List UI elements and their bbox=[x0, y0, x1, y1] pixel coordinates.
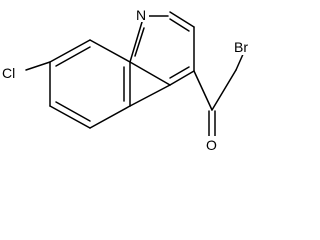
bond-c7-cl bbox=[25, 61, 51, 71]
bromine-label-mask bbox=[232, 38, 257, 55]
chlorine-label-mask bbox=[1, 64, 25, 81]
bond-c4-c4a-inner bbox=[169, 66, 190, 79]
bond-c2-c3-inner bbox=[169, 18, 190, 32]
bond-c6-c5 bbox=[49, 105, 91, 129]
bond-c8-c7 bbox=[49, 39, 91, 63]
bond-lines bbox=[25, 11, 245, 138]
atom-label-oxygen: O bbox=[206, 137, 217, 153]
bond-c8a-n1 bbox=[129, 21, 143, 63]
bond-carbonyl-ch2 bbox=[211, 69, 237, 111]
atom-label-nitrogen: N bbox=[136, 7, 146, 23]
bond-c2-c3 bbox=[169, 11, 195, 28]
chemical-structure: N Cl Br O bbox=[1, 6, 257, 153]
bond-c4-carbonyl bbox=[193, 70, 213, 111]
atom-label-bromine: Br bbox=[234, 39, 248, 55]
bond-c8a-n1-inner bbox=[134, 27, 145, 57]
bond-c4-c4a bbox=[169, 70, 195, 86]
nitrogen-label-mask bbox=[135, 6, 149, 22]
bond-c6-c5-inner bbox=[55, 101, 91, 122]
bond-c5a-c4a bbox=[129, 84, 171, 107]
bond-c5-c4a bbox=[89, 105, 131, 129]
bond-c8a-c8 bbox=[89, 39, 131, 63]
bond-c4a-c8a bbox=[129, 61, 171, 86]
atom-label-chlorine: Cl bbox=[2, 65, 15, 81]
oxygen-label-mask bbox=[205, 136, 219, 153]
bond-c8-c7-inner bbox=[55, 46, 91, 67]
atom-labels: N Cl Br O bbox=[1, 6, 257, 153]
